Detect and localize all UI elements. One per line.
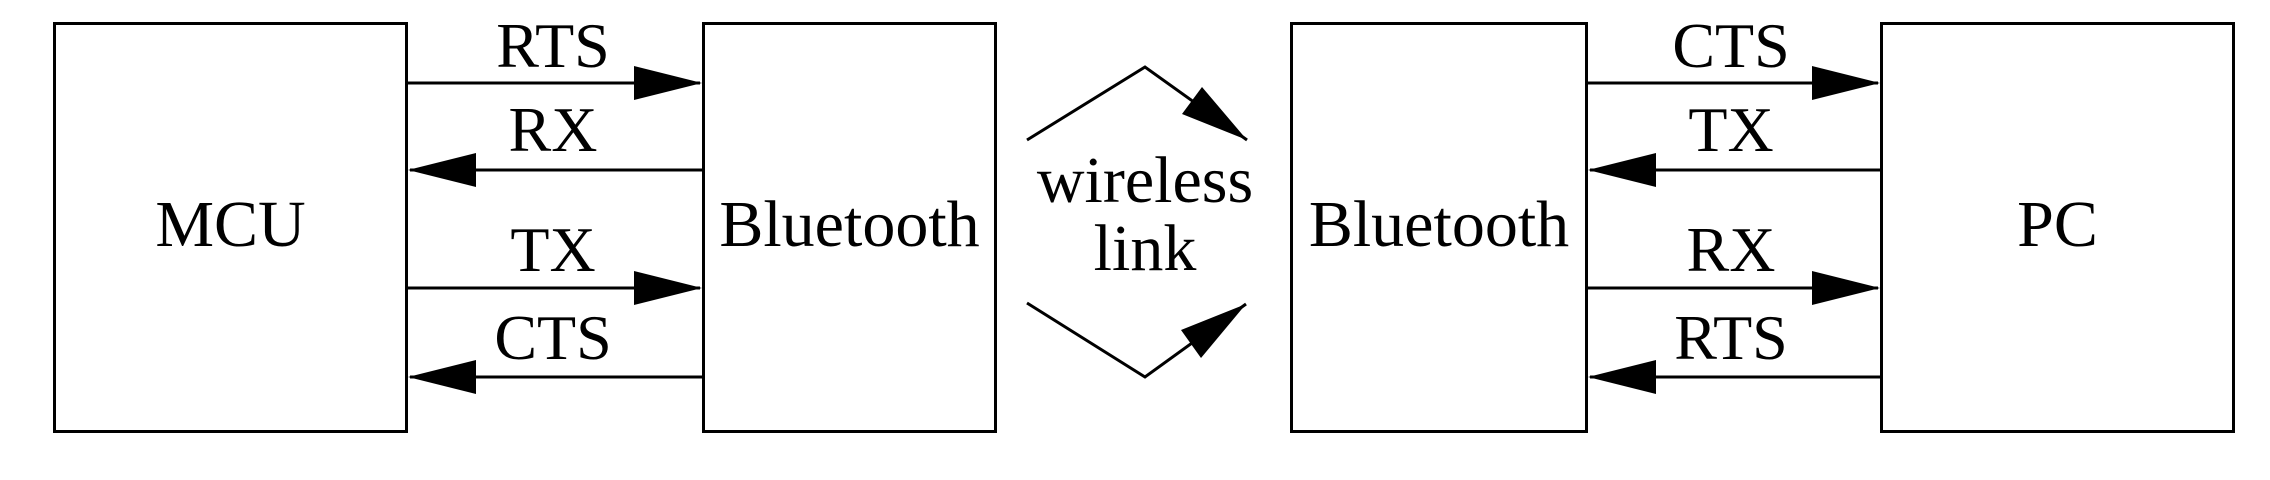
wireless-link-caption-line2: link <box>1093 212 1197 285</box>
mcu-box-label: MCU <box>155 187 306 261</box>
cts-arrow-bluetooth-to-mcu <box>408 360 702 394</box>
signal-label-tx-left: TX <box>510 214 596 285</box>
signal-label-cts-right: CTS <box>1672 10 1790 81</box>
wireless-link-caption: wireless link <box>1037 147 1253 283</box>
mcu-box: MCU <box>53 22 408 433</box>
bluetooth-right-box-label: Bluetooth <box>1308 187 1570 261</box>
cts-arrow-bluetooth-to-pc <box>1588 66 1880 100</box>
bluetooth-left-box-label: Bluetooth <box>719 187 980 261</box>
wireless-link-caption-line1: wireless <box>1036 144 1254 217</box>
wireless-arrow-bottom <box>1026 301 1247 379</box>
pc-box: PC <box>1880 22 2235 433</box>
pc-box-label: PC <box>2017 187 2098 261</box>
bluetooth-right-box: Bluetooth <box>1290 22 1588 433</box>
signal-label-rx-right: RX <box>1686 214 1776 285</box>
rx-arrow-bluetooth-to-pc <box>1588 271 1880 305</box>
signal-label-rts-left: RTS <box>496 10 610 81</box>
signal-label-rx-left: RX <box>508 94 598 165</box>
wireless-arrow-top <box>1026 65 1248 142</box>
signal-label-rts-right: RTS <box>1674 302 1788 373</box>
bluetooth-left-box: Bluetooth <box>702 22 997 433</box>
signal-label-tx-right: TX <box>1688 94 1774 165</box>
signal-label-cts-left: CTS <box>494 302 612 373</box>
tx-arrow-pc-to-bluetooth <box>1588 153 1880 187</box>
rx-arrow-bluetooth-to-mcu <box>408 153 702 187</box>
rts-arrow-mcu-to-bluetooth <box>408 66 702 100</box>
rts-arrow-pc-to-bluetooth <box>1588 360 1880 394</box>
tx-arrow-mcu-to-bluetooth <box>408 271 702 305</box>
